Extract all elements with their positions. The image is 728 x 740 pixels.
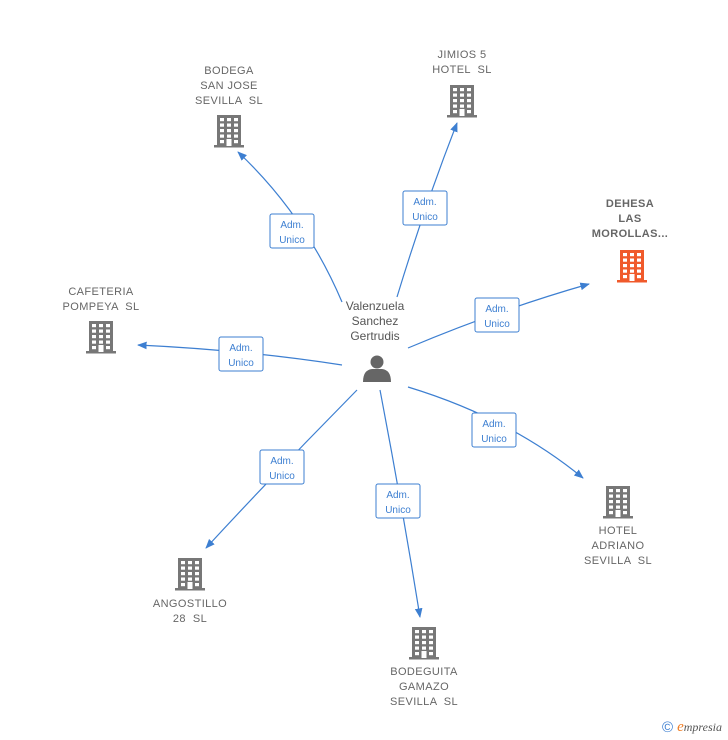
company-label: SEVILLA SL — [390, 696, 458, 708]
company-node-dehesa-las-morollas[interactable]: DEHESA LAS MOROLLAS... — [592, 198, 669, 283]
role-badge-text: Unico — [385, 505, 411, 516]
company-label: ANGOSTILLO — [153, 598, 227, 610]
role-badge-text: Adm. — [270, 456, 293, 467]
role-badge-text: Unico — [279, 235, 305, 246]
edge-cafeteria-pompeya: Adm. Unico — [137, 336, 343, 372]
building-icon — [214, 115, 244, 148]
building-icon — [409, 627, 439, 660]
person-label: Valenzuela — [346, 299, 405, 313]
company-label: 28 SL — [173, 613, 207, 625]
company-label: HOTEL SL — [432, 64, 491, 76]
company-label: JIMIOS 5 — [437, 49, 486, 61]
copyright-icon: © — [662, 719, 674, 736]
company-node-hotel-adriano[interactable]: HOTEL ADRIANO SEVILLA SL — [584, 486, 652, 567]
company-label: SEVILLA SL — [584, 555, 652, 567]
company-node-cafeteria-pompeya[interactable]: CAFETERIA POMPEYA SL — [63, 286, 140, 354]
company-label: LAS — [618, 213, 641, 225]
company-label: GAMAZO — [399, 681, 449, 693]
edge-hotel-adriano: Adm. Unico — [407, 386, 584, 479]
role-badge-text: Unico — [412, 212, 438, 223]
role-badge[interactable]: Adm. Unico — [474, 297, 520, 333]
role-badge-text: Unico — [484, 319, 510, 330]
role-badge[interactable]: Adm. Unico — [218, 336, 264, 372]
company-label: MOROLLAS... — [592, 228, 669, 240]
edge-bodeguita-gamazo: Adm. Unico — [375, 389, 423, 618]
role-badge[interactable]: Adm. Unico — [402, 190, 448, 226]
edge-bodega-san-jose: Adm. Unico — [237, 151, 343, 303]
role-badge[interactable]: Adm. Unico — [259, 449, 305, 485]
company-node-jimios-5[interactable]: JIMIOS 5 HOTEL SL — [432, 49, 491, 118]
company-label: SAN JOSE — [200, 80, 258, 92]
role-badge-text: Adm. — [229, 343, 252, 354]
company-label: SEVILLA SL — [195, 95, 263, 107]
role-badge-text: Unico — [481, 434, 507, 445]
edge-dehesa-las-morollas: Adm. Unico — [407, 282, 590, 349]
company-label: ADRIANO — [592, 540, 645, 552]
company-node-bodeguita-gamazo[interactable]: BODEGUITA GAMAZO SEVILLA SL — [390, 627, 458, 708]
company-label: BODEGUITA — [390, 666, 458, 678]
building-icon — [86, 321, 116, 354]
role-badge-text: Adm. — [280, 220, 303, 231]
footer-brand[interactable]: © empresia — [662, 719, 722, 736]
company-label: HOTEL — [599, 525, 638, 537]
company-label: CAFETERIA — [68, 286, 134, 298]
building-icon — [617, 250, 647, 283]
role-badge-text: Unico — [269, 471, 295, 482]
person-label: Gertrudis — [350, 329, 399, 343]
building-icon — [175, 558, 205, 591]
company-label: POMPEYA SL — [63, 301, 140, 313]
role-badge[interactable]: Adm. Unico — [269, 213, 315, 249]
role-badge-text: Adm. — [413, 197, 436, 208]
role-badge-text: Adm. — [482, 419, 505, 430]
edge-jimios-5: Adm. Unico — [396, 122, 458, 298]
role-badge[interactable]: Adm. Unico — [471, 412, 517, 448]
role-badge-text: Unico — [228, 358, 254, 369]
role-badge-text: Adm. — [485, 304, 508, 315]
company-label: DEHESA — [606, 198, 654, 210]
building-icon — [447, 85, 477, 118]
person-icon — [363, 355, 391, 382]
edge-angostillo-28: Adm. Unico — [205, 389, 358, 549]
company-node-angostillo-28[interactable]: ANGOSTILLO 28 SL — [153, 558, 227, 625]
empresia-logo: empresia — [677, 719, 722, 735]
role-badge[interactable]: Adm. Unico — [375, 483, 421, 519]
company-label: BODEGA — [204, 65, 254, 77]
company-node-bodega-san-jose[interactable]: BODEGA SAN JOSE SEVILLA SL — [195, 65, 263, 148]
building-icon — [603, 486, 633, 519]
role-badge-text: Adm. — [386, 490, 409, 501]
person-label: Sanchez — [352, 314, 399, 328]
